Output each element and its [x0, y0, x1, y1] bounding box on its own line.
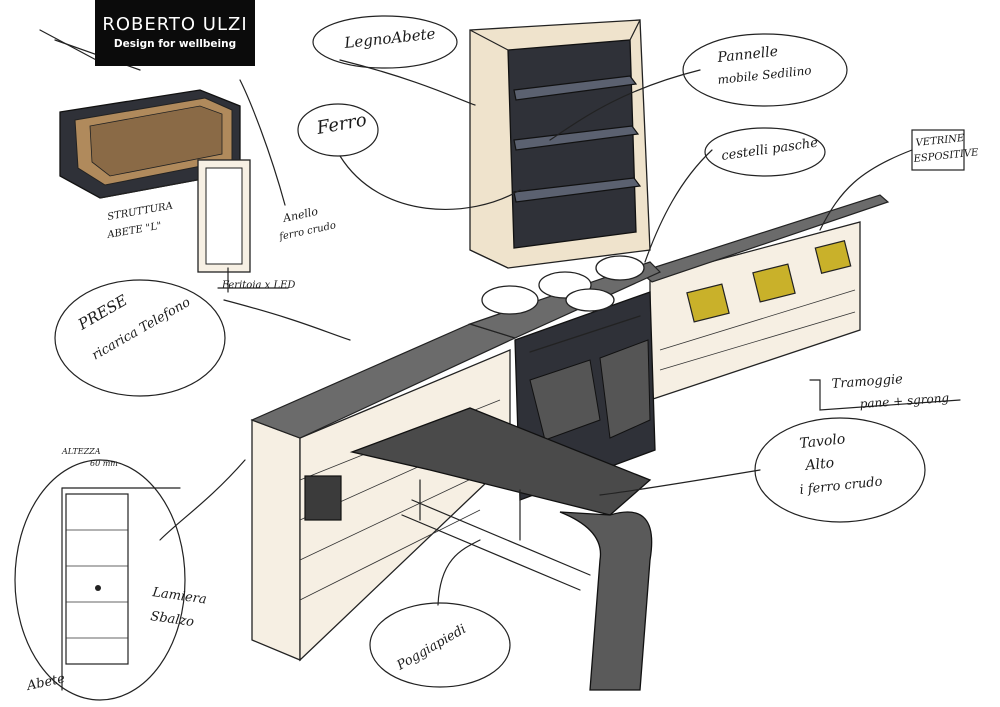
note-poggiapiedi: Poggiapiedi	[394, 622, 469, 674]
brand-logo: ROBERTO ULZI Design for wellbeing	[95, 0, 255, 66]
note-vetrine-1: VETRINE	[915, 133, 965, 149]
note-abete: Abete	[25, 671, 67, 694]
note-pannello: Pannelle	[716, 44, 779, 66]
note-lamiera-2: Sbalzo	[149, 609, 195, 630]
note-tavolo-2: Alto	[803, 455, 835, 474]
note-altezza-1: ALTEZZA	[61, 447, 101, 456]
height-diagram	[61, 487, 181, 691]
note-mobile-sedili: mobile Sedilino	[717, 63, 812, 87]
note-altezza-2: 60 mm	[90, 459, 118, 468]
note-ferro: Ferro	[314, 109, 368, 139]
tall-shelving-unit	[469, 19, 651, 269]
note-cestelli: cestelli pasche	[720, 136, 819, 164]
note-tramoggie-2: pane + sgrong	[859, 391, 950, 411]
annotation-bubbles	[14, 15, 965, 701]
note-tavolo-1: Tavolo	[799, 431, 846, 452]
brand-name: ROBERTO ULZI	[102, 14, 248, 35]
note-struttura-2: ABETE "L"	[106, 221, 163, 242]
note-prese-1: PRESE	[74, 291, 130, 334]
small-shelf-sketch	[39, 29, 241, 199]
note-anello: Anello	[281, 205, 319, 225]
note-struttura-1: STRUTTURA	[107, 201, 174, 223]
l-profile-detail	[197, 159, 289, 293]
note-tramoggie-1: Tramoggie	[831, 372, 903, 392]
bread-baskets	[481, 255, 645, 315]
note-feritoia-led: Feritoia x LED	[221, 280, 295, 291]
note-vetrine-2: ESPOSITIVE	[912, 147, 980, 165]
note-tavolo-3: i ferro crudo	[799, 474, 883, 498]
back-counter	[638, 194, 890, 401]
high-table	[349, 407, 653, 691]
brand-tagline: Design for wellbeing	[113, 38, 237, 50]
note-lamiera-1: Lamiera	[150, 585, 207, 608]
note-legno-abete: LegnoAbete	[343, 25, 437, 53]
